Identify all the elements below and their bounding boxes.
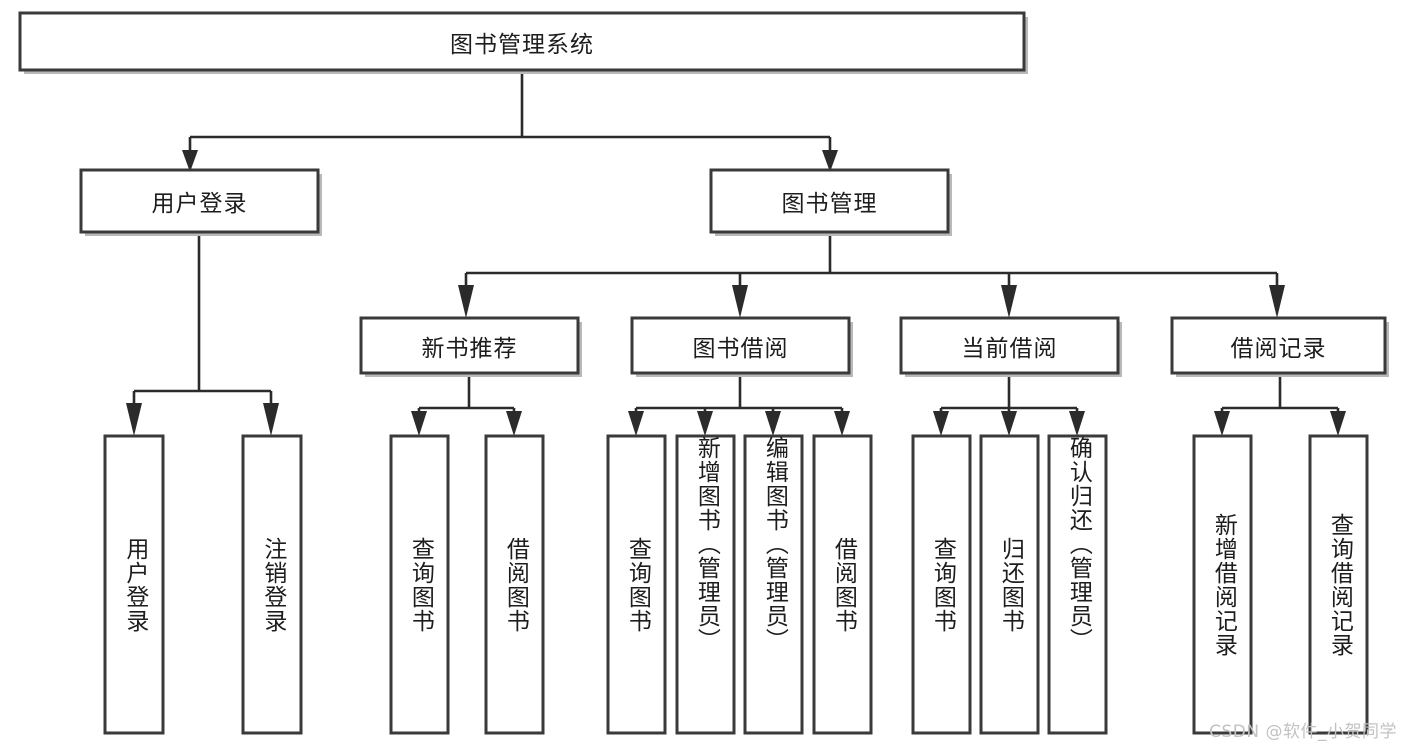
node-borrow-record[interactable] (1170, 316, 1387, 375)
node-layer (18, 11, 1389, 735)
node-root[interactable] (18, 11, 1026, 72)
arrow-leaf-return-book (1001, 411, 1017, 436)
node-leaf-query-book-2[interactable] (606, 434, 667, 735)
arrow-leaf-borrow-book-2 (834, 411, 850, 436)
node-leaf-user-login[interactable] (103, 434, 165, 735)
csdn-watermark: CSDN @软件_小贺同学 (1209, 722, 1397, 742)
arrow-to-new-book-recommend (458, 285, 474, 318)
node-book-borrow[interactable] (630, 316, 851, 375)
node-user-login[interactable] (79, 168, 320, 234)
arrow-leaf-user-login (126, 403, 142, 436)
node-leaf-query-record[interactable] (1308, 434, 1369, 735)
arrow-to-borrow-record (1269, 285, 1285, 318)
arrow-to-book-manage (822, 150, 838, 172)
arrow-leaf-logout-login (263, 403, 279, 436)
arrow-leaf-query-book-1 (411, 411, 427, 436)
node-current-borrow[interactable] (899, 316, 1120, 375)
arrow-leaf-query-book-3 (933, 411, 949, 436)
node-leaf-borrow-book-2[interactable] (812, 434, 873, 735)
node-leaf-query-book-3[interactable] (911, 434, 972, 735)
arrow-leaf-edit-book (765, 411, 781, 436)
arrow-to-current-borrow (1001, 285, 1017, 318)
arrow-leaf-query-record (1330, 411, 1346, 436)
arrow-to-book-borrow (732, 285, 748, 318)
node-leaf-return-book[interactable] (979, 434, 1040, 735)
arrow-leaf-add-book (697, 411, 713, 436)
node-leaf-add-record[interactable] (1192, 434, 1253, 735)
node-leaf-query-book-1[interactable] (389, 434, 450, 735)
node-leaf-add-book[interactable] (675, 434, 736, 735)
arrow-leaf-query-book-2 (628, 411, 644, 436)
node-leaf-confirm-return[interactable] (1047, 434, 1108, 735)
arrow-leaf-confirm-return (1069, 411, 1085, 436)
arrow-leaf-add-record (1214, 411, 1230, 436)
node-book-manage[interactable] (709, 168, 950, 234)
node-leaf-edit-book[interactable] (743, 434, 804, 735)
node-new-book-recommend[interactable] (359, 316, 580, 375)
node-leaf-logout-login[interactable] (241, 434, 303, 735)
node-leaf-borrow-book-1[interactable] (484, 434, 545, 735)
arrow-to-user-login (182, 150, 198, 172)
connector-layer (126, 70, 1346, 436)
arrow-leaf-borrow-book-1 (506, 411, 522, 436)
